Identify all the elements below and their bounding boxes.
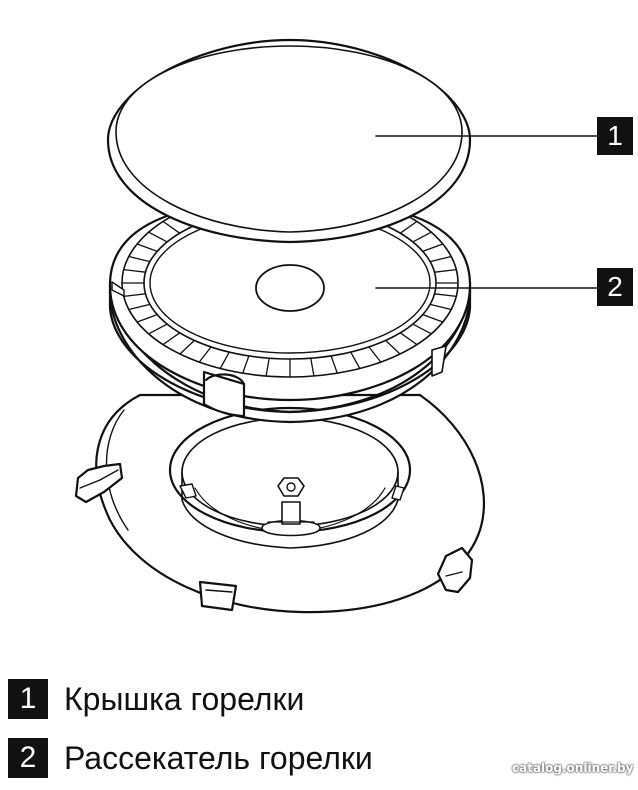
spreader-slot <box>368 346 382 363</box>
legend-label-burner-cap: Крышка горелки <box>64 680 305 717</box>
spreader-slot <box>399 220 418 234</box>
spreader-slot <box>429 303 452 311</box>
watermark: catalog.onliner.by <box>512 761 634 775</box>
spreader-slot <box>179 339 196 355</box>
spreader-slot <box>242 355 250 374</box>
spreader-slot <box>412 231 432 243</box>
spreader-slot <box>429 255 452 263</box>
spreader-slot <box>433 293 457 298</box>
spreader-slot <box>433 268 457 273</box>
spreader-slot <box>162 220 181 234</box>
spreader-slot <box>310 357 315 377</box>
spreader-slot <box>422 243 444 253</box>
spreader-slot <box>198 346 212 363</box>
legend-item-2: 2 Рассекатель горелки <box>8 738 373 778</box>
legend-number-2: 2 <box>8 738 48 778</box>
legend-item-1: 1 Крышка горелки <box>8 679 304 719</box>
legend-label-flame-spreader: Рассекатель горелки <box>64 739 373 776</box>
spreader-slot <box>422 313 444 323</box>
spreader-slot <box>219 351 230 370</box>
spreader-slot <box>136 243 158 253</box>
spreader-slot <box>148 323 168 335</box>
burner-cap <box>106 38 472 244</box>
callout-1-box: 1 <box>597 117 633 155</box>
spreader-slot <box>128 255 151 263</box>
spreader-slot <box>399 332 418 346</box>
burner-exploded-diagram <box>74 38 598 614</box>
spreader-slot <box>123 293 147 298</box>
spreader-slot <box>136 313 158 323</box>
spreader-slot <box>350 351 361 370</box>
callout-2-box: 2 <box>597 268 633 306</box>
legend-number-1: 1 <box>8 679 48 719</box>
spreader-slot <box>412 323 432 335</box>
burner-base <box>74 393 485 614</box>
spreader-slot <box>128 303 151 311</box>
spreader-slot <box>384 339 401 355</box>
spreader-slot <box>330 355 338 374</box>
flame-spreader <box>108 188 472 424</box>
spreader-slot <box>148 231 168 243</box>
spreader-slot <box>123 268 147 273</box>
spreader-slot <box>162 332 181 346</box>
spreader-slot <box>265 357 270 377</box>
